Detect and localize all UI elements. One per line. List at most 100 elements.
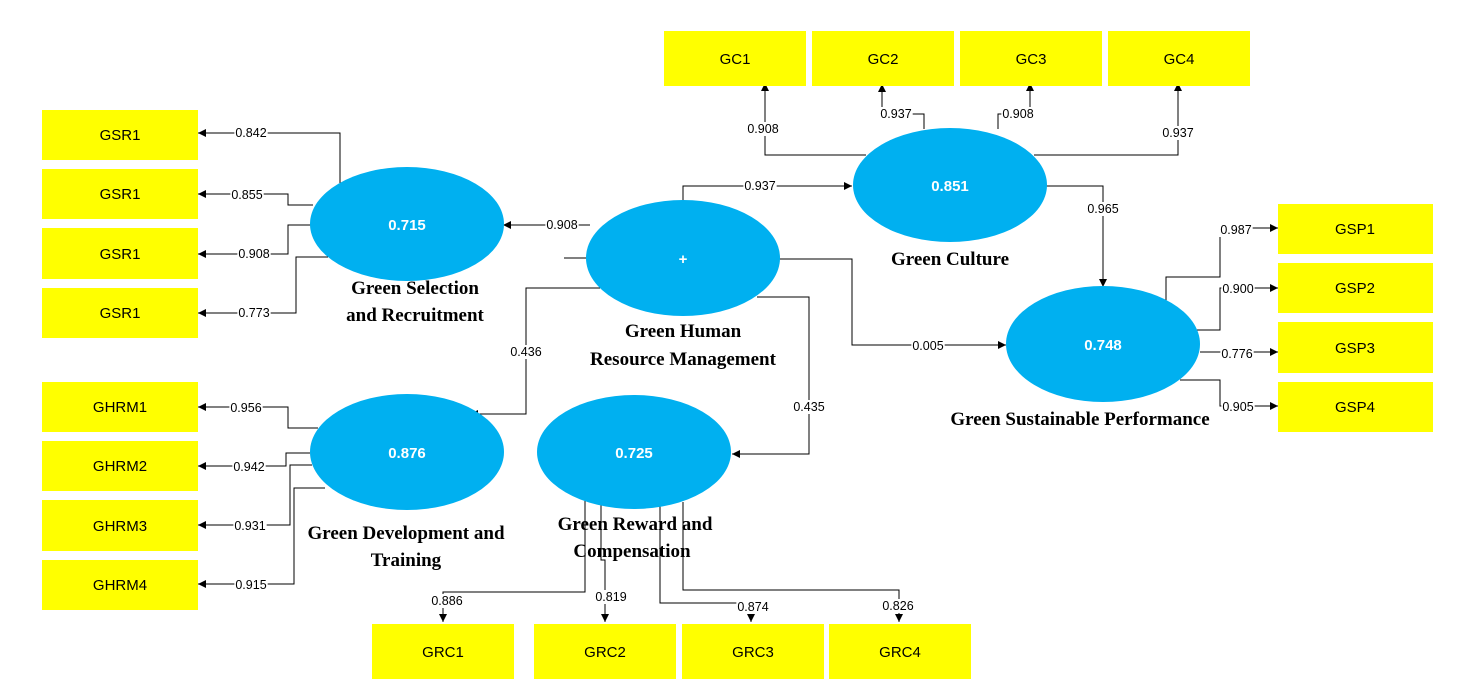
loading-gsr-3: 0.908	[238, 247, 269, 261]
indicator-gsp-4[interactable]: GSP4	[1278, 382, 1433, 432]
indicator-ghrm-3[interactable]: GHRM3	[42, 500, 198, 551]
label-backdrop	[234, 126, 268, 140]
indicator-gc-4[interactable]: GC4	[1108, 31, 1250, 86]
ghrm-to-gc-path	[682, 182, 852, 201]
indicator-ghrm-1[interactable]: GHRM1	[42, 382, 198, 432]
construct-ghrm[interactable]: +	[586, 200, 780, 316]
loading-ghrm-2: 0.942	[233, 460, 264, 474]
loading-gsp-1: 0.987	[1220, 223, 1251, 237]
construct-ellipse	[310, 167, 504, 281]
indicator-gsp-1[interactable]: GSP1	[1278, 204, 1433, 254]
indicator-grc-2[interactable]: GRC2	[534, 624, 676, 679]
indicator-grc-4[interactable]: GRC4	[829, 624, 971, 679]
label-backdrop	[1086, 202, 1120, 216]
gsp-label-line-1: Green Sustainable Performance	[950, 409, 1209, 430]
gsr-label-line-1: Green Selection	[351, 278, 479, 299]
loading-ghrm-1: 0.956	[230, 401, 261, 415]
indicator-box	[1278, 322, 1433, 373]
indicator-box	[42, 169, 198, 219]
indicator-grc-1[interactable]: GRC1	[372, 624, 514, 679]
indicator-box	[664, 31, 806, 86]
indicator-gsr-3[interactable]: GSR1	[42, 228, 198, 279]
path-coef-ghrm-gsr: 0.908	[546, 218, 577, 232]
indicator-label: GSP1	[1335, 221, 1375, 238]
indicator-gsr-4[interactable]: GSR1	[42, 288, 198, 338]
grc4-path	[682, 502, 903, 622]
indicator-gsr-1[interactable]: GSR1	[42, 110, 198, 160]
indicator-gc-3[interactable]: GC3	[960, 31, 1102, 86]
label-backdrop	[743, 179, 777, 193]
indicator-box	[372, 624, 514, 679]
construct-value: 0.851	[931, 178, 969, 195]
loading-labels: 0.842 0.855 0.908 0.773 0.956 0.942 0.93…	[229, 107, 1255, 614]
construct-grc[interactable]: 0.725	[537, 395, 731, 509]
loading-gsp-3: 0.776	[1221, 347, 1252, 361]
indicator-ghrm-2[interactable]: GHRM2	[42, 441, 198, 491]
label-backdrop	[792, 400, 826, 414]
gsp-indicators: GSP1 GSP2 GSP3 GSP4	[1278, 204, 1433, 432]
indicator-label: GRC1	[422, 644, 464, 661]
path-coef-ghrm-gdt: 0.436	[510, 345, 541, 359]
gc-to-gsp-path	[1035, 185, 1107, 287]
indicator-gsp-3[interactable]: GSP3	[1278, 322, 1433, 373]
construct-value: 0.725	[615, 445, 653, 462]
indicator-gsp-2[interactable]: GSP2	[1278, 263, 1433, 313]
gsr-label-line-2: and Recruitment	[346, 305, 484, 326]
label-backdrop	[234, 578, 268, 592]
label-backdrop	[237, 306, 271, 320]
label-backdrop	[430, 594, 464, 608]
label-backdrop	[233, 519, 267, 533]
indicator-label: GSR1	[100, 127, 141, 144]
indicator-gsr-2[interactable]: GSR1	[42, 169, 198, 219]
indicator-label: GRC4	[879, 644, 921, 661]
indicator-box	[1278, 204, 1433, 254]
label-backdrop	[594, 590, 628, 604]
indicator-label: GRC2	[584, 644, 626, 661]
indicator-gc-1[interactable]: GC1	[664, 31, 806, 86]
gsr-indicators: GSR1 GSR1 GSR1 GSR1	[42, 110, 198, 338]
indicator-label: GHRM1	[93, 399, 147, 416]
indicator-box	[42, 560, 198, 610]
label-backdrop	[746, 122, 780, 136]
indicator-box	[42, 228, 198, 279]
indicator-box	[534, 624, 676, 679]
construct-value: 0.748	[1084, 337, 1122, 354]
construct-gdt[interactable]: 0.876	[310, 394, 504, 510]
grc-label-line-2: Compensation	[573, 541, 691, 562]
gc-indicators: GC1 GC2 GC3 GC4	[664, 31, 1250, 86]
indicator-gc-2[interactable]: GC2	[812, 31, 954, 86]
loading-gsr-2: 0.855	[231, 188, 262, 202]
label-backdrop	[1001, 107, 1035, 121]
construct-gsp[interactable]: 0.748	[1006, 286, 1200, 402]
loading-grc-3: 0.874	[737, 600, 768, 614]
label-backdrop	[736, 600, 770, 614]
loading-gsr-1: 0.842	[235, 126, 266, 140]
construct-value: 0.715	[388, 217, 426, 234]
indicator-label: GC1	[720, 51, 751, 68]
construct-ellipse	[537, 395, 731, 509]
indicator-label: GSR1	[100, 186, 141, 203]
ghrm-label-line-2: Resource Management	[590, 349, 777, 370]
indicator-label: GHRM3	[93, 518, 147, 535]
indicator-label: GSR1	[100, 246, 141, 263]
indicator-grc-3[interactable]: GRC3	[682, 624, 824, 679]
label-backdrop	[1219, 223, 1253, 237]
indicator-label: GSP2	[1335, 280, 1375, 297]
construct-gc[interactable]: 0.851	[853, 128, 1047, 242]
indicator-box	[1278, 263, 1433, 313]
indicator-box	[42, 500, 198, 551]
ghrm-to-gsp-path	[779, 258, 1006, 349]
indicator-ghrm-4[interactable]: GHRM4	[42, 560, 198, 610]
gsr4-path	[198, 256, 328, 317]
loading-gc-3: 0.908	[1002, 107, 1033, 121]
gc-label-line-1: Green Culture	[891, 249, 1009, 270]
ghrm-indicators: GHRM1 GHRM2 GHRM3 GHRM4	[42, 382, 198, 610]
construct-ellipse	[586, 200, 780, 316]
construct-ellipse	[1006, 286, 1200, 402]
loading-gc-1: 0.908	[747, 122, 778, 136]
indicator-label: GSP4	[1335, 399, 1375, 416]
ghrm4-path	[198, 487, 325, 588]
indicator-box	[1278, 382, 1433, 432]
construct-gsr[interactable]: 0.715	[310, 167, 504, 281]
loading-grc-2: 0.819	[595, 590, 626, 604]
